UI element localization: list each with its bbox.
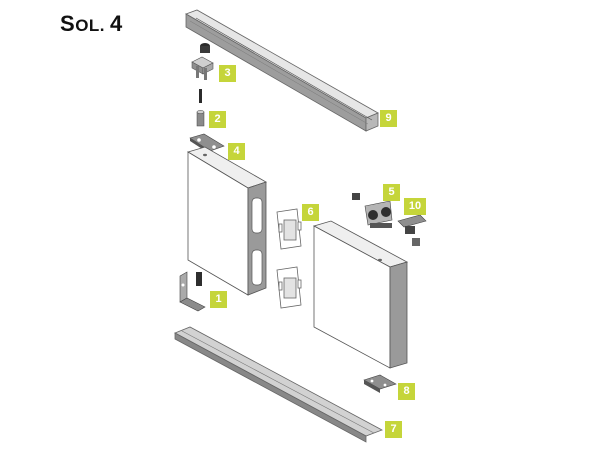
top-rail xyxy=(185,9,379,132)
bottom-rail xyxy=(174,326,383,443)
title-prefix-big: S xyxy=(60,11,76,36)
title-prefix-small: OL. xyxy=(75,16,106,35)
callout-8: 8 xyxy=(398,383,415,400)
callout-3: 3 xyxy=(219,65,236,82)
callout-7: 7 xyxy=(385,421,402,438)
callout-1: 1 xyxy=(210,291,227,308)
pivot-pin-part xyxy=(196,89,205,127)
hinge-part xyxy=(276,208,302,309)
callout-9: 9 xyxy=(380,110,397,127)
callout-2: 2 xyxy=(209,111,226,128)
bottom-pivot-bracket-part xyxy=(179,271,206,312)
right-door-panel xyxy=(312,220,409,369)
callout-6: 6 xyxy=(302,204,319,221)
left-door-panel xyxy=(187,146,267,296)
solution-title: SOL. 4 xyxy=(60,11,123,37)
guide-bracket-part xyxy=(191,43,214,80)
callout-4: 4 xyxy=(228,143,245,160)
bottom-guide-part xyxy=(363,374,397,393)
callout-5: 5 xyxy=(383,184,400,201)
callout-10: 10 xyxy=(404,198,426,215)
title-number: 4 xyxy=(109,11,123,36)
roller-carriage-part xyxy=(352,193,427,246)
